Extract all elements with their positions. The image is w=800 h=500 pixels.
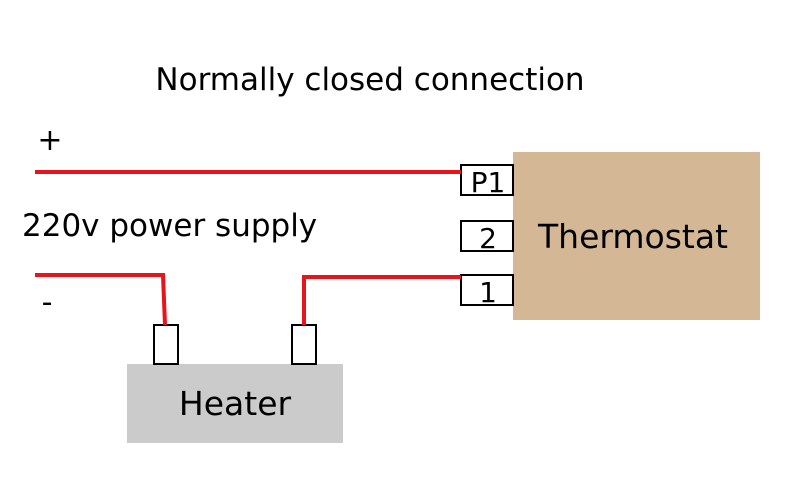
terminal-1-box xyxy=(460,274,514,306)
terminal-2-box xyxy=(460,220,514,252)
thermostat-label: Thermostat xyxy=(537,217,728,256)
supply-label: 220v power supply xyxy=(22,208,317,244)
terminal-1-label: 1 xyxy=(479,276,497,309)
heater-label: Heater xyxy=(179,384,292,423)
wire-minus-to-heater xyxy=(35,273,167,326)
thermostat-body xyxy=(513,152,760,320)
terminal-2-label: 2 xyxy=(479,222,497,255)
terminal-p1: P1 xyxy=(460,164,514,199)
supply-plus-label: + xyxy=(37,123,62,158)
heater-terminal-left xyxy=(153,324,179,365)
terminal-p1-label: P1 xyxy=(471,166,506,199)
terminal-p1-box xyxy=(460,164,514,196)
terminal-1: 1 xyxy=(460,274,514,309)
wire-heater-to-terminal-1 xyxy=(302,275,461,325)
heater-terminal-right xyxy=(291,324,317,365)
terminal-2: 2 xyxy=(460,220,514,255)
heater-body xyxy=(127,364,343,443)
diagram-title: Normally closed connection xyxy=(155,62,584,98)
supply-minus-label: - xyxy=(42,285,53,320)
